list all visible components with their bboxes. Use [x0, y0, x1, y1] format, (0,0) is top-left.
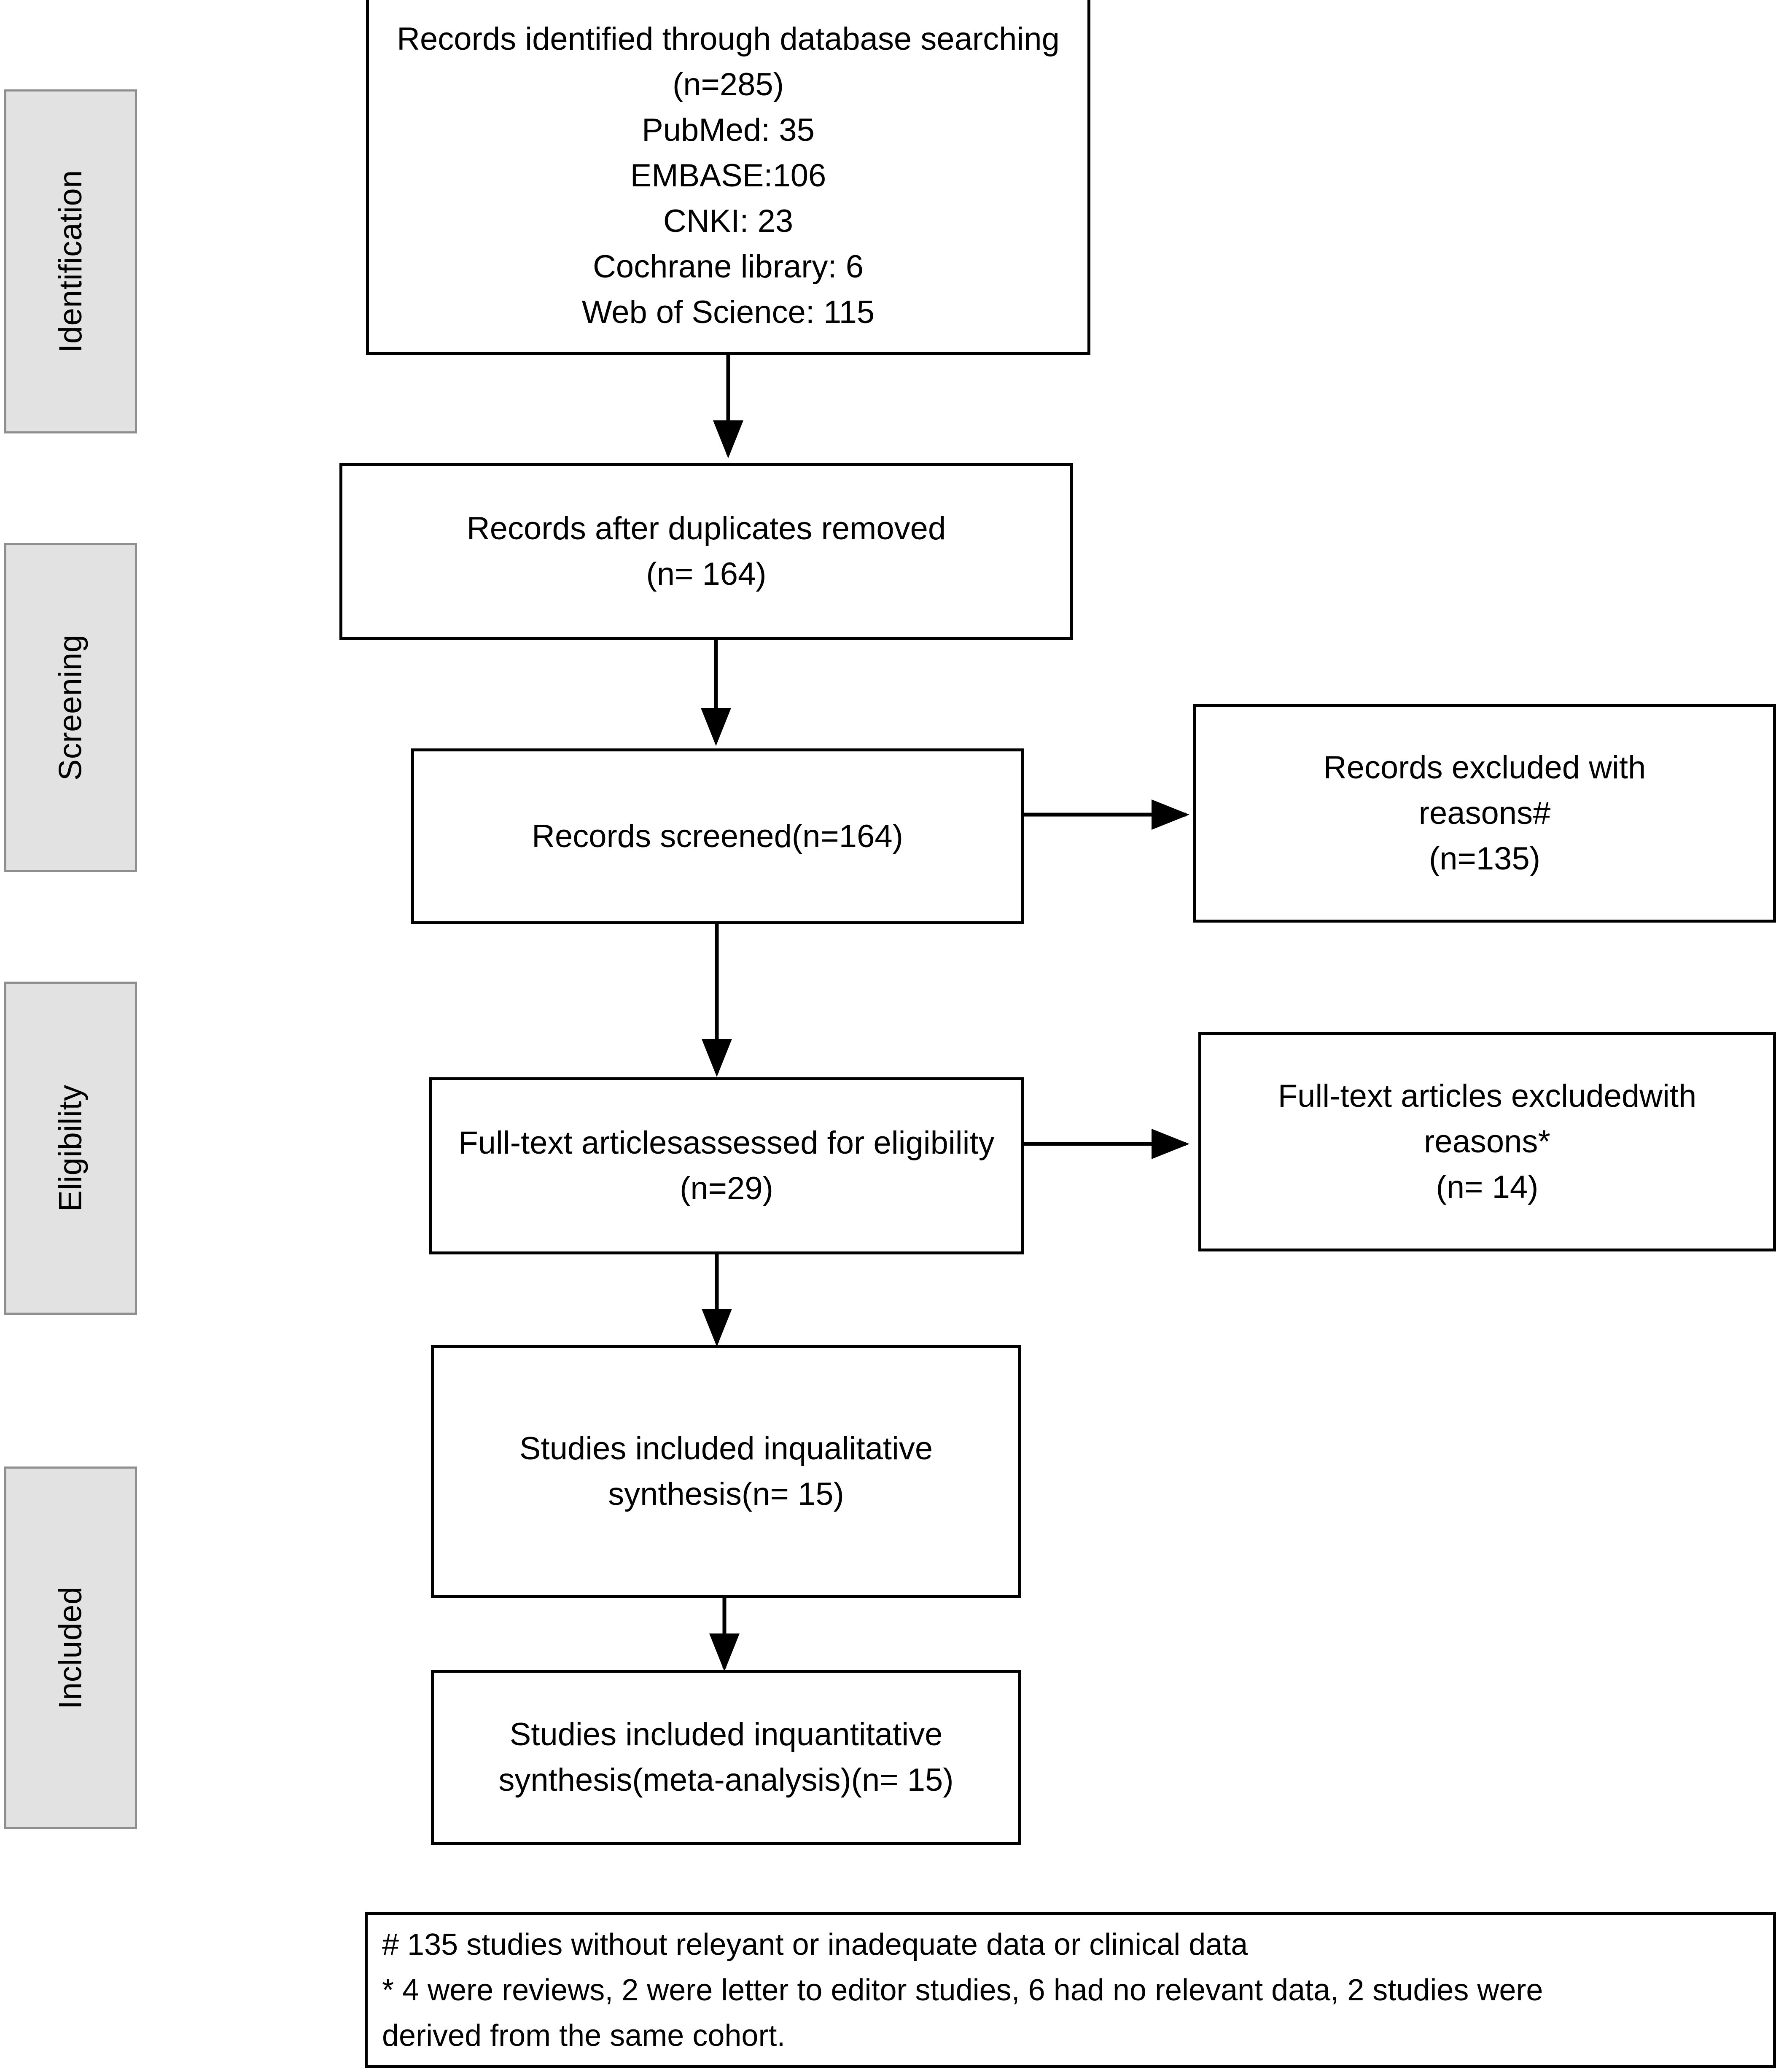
box-qualitative-synthesis: Studies included inqualitative synthesis…	[431, 1345, 1021, 1598]
stage-band-included: Included	[4, 1467, 137, 1829]
footnote-line-1: # 135 studies without releyant or inadeq…	[382, 1928, 1248, 1962]
footnote-box: # 135 studies without releyant or inadeq…	[365, 1912, 1776, 2068]
stage-label-identification: Identification	[52, 170, 89, 353]
stage-label-eligibility: Eligibility	[52, 1084, 89, 1212]
box-fulltext-excluded-text: Full-text articles excludedwith reasons*…	[1278, 1078, 1697, 1205]
stage-band-screening: Screening	[4, 543, 137, 872]
box-records-excluded-text: Records excluded with reasons# (n=135)	[1323, 750, 1646, 877]
stage-label-included: Included	[52, 1586, 89, 1709]
box-records-after-duplicates-removed: Records after duplicates removed (n= 164…	[339, 463, 1073, 640]
stage-band-eligibility: Eligibility	[4, 982, 137, 1315]
footnote-line-2: * 4 were reviews, 2 were letter to edito…	[382, 1973, 1543, 2007]
box-fulltext-assessed-text: Full-text articlesassessed for eligibili…	[458, 1125, 995, 1206]
box-records-screened: Records screened(n=164)	[411, 748, 1024, 924]
box-records-after-duplicates-removed-text: Records after duplicates removed (n= 164…	[466, 511, 946, 592]
box-fulltext-assessed: Full-text articlesassessed for eligibili…	[429, 1077, 1024, 1254]
box-records-screened-text: Records screened(n=164)	[532, 818, 903, 854]
stage-label-screening: Screening	[52, 634, 89, 781]
box-records-excluded: Records excluded with reasons# (n=135)	[1193, 704, 1776, 923]
box-records-identified: Records identified through database sear…	[366, 0, 1090, 355]
box-records-identified-text: Records identified through database sear…	[397, 21, 1060, 330]
box-qualitative-synthesis-text: Studies included inqualitative synthesis…	[519, 1431, 933, 1512]
stage-band-identification: Identification	[4, 89, 137, 433]
box-quantitative-synthesis: Studies included inquantitative synthesi…	[431, 1670, 1021, 1845]
box-fulltext-excluded: Full-text articles excludedwith reasons*…	[1198, 1032, 1776, 1251]
footnote-line-3: derived from the same cohort.	[382, 2019, 786, 2053]
box-quantitative-synthesis-text: Studies included inquantitative synthesi…	[498, 1716, 954, 1798]
